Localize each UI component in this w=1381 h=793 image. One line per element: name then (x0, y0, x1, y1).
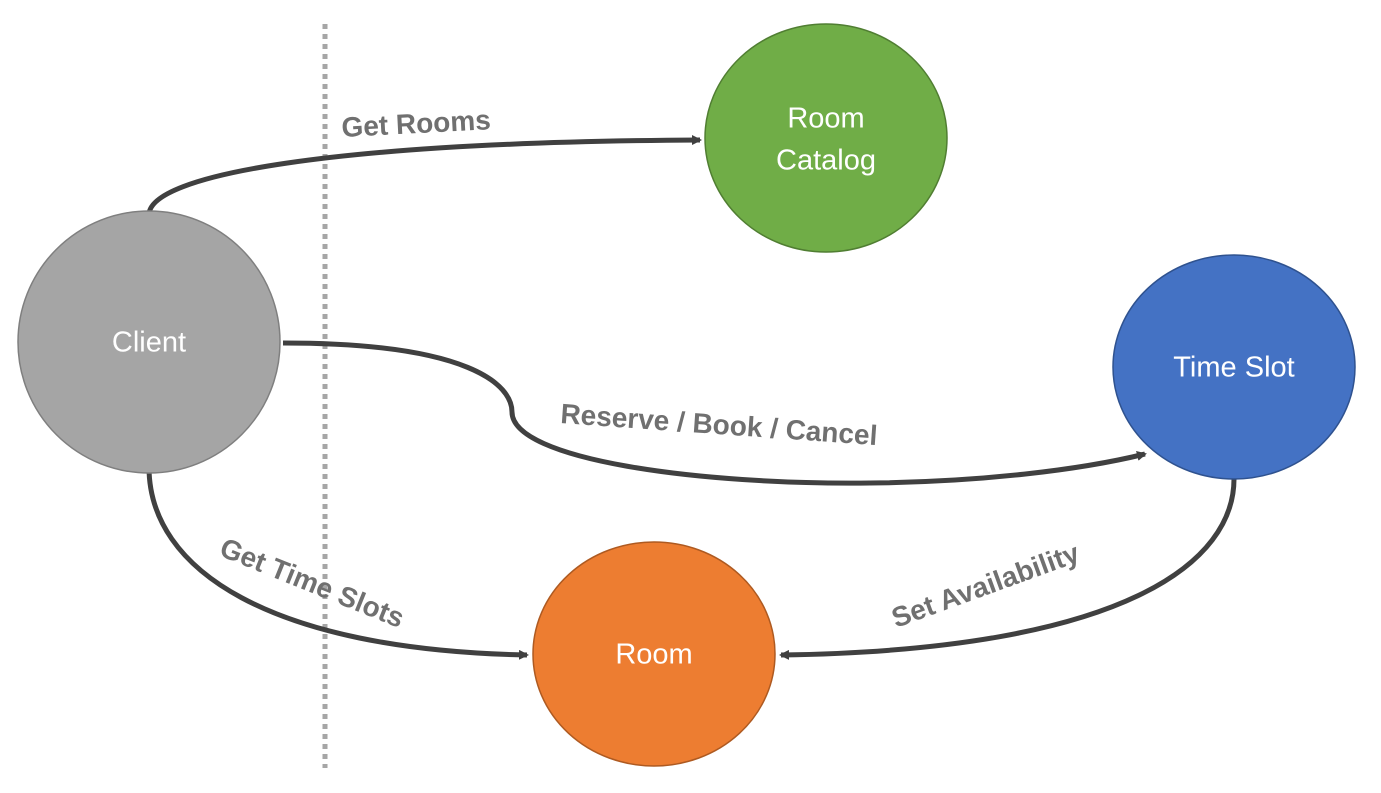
edge-get-rooms (146, 135, 702, 216)
node-room: Room (532, 541, 776, 767)
node-client-shape (17, 210, 281, 474)
node-room-shape (532, 541, 776, 767)
node-client: Client (17, 210, 281, 474)
node-room-catalog-shape (704, 23, 948, 253)
edge-get-time-slots (146, 466, 529, 660)
node-time-slot-shape (1112, 254, 1356, 480)
edge-reserve-book-cancel (282, 340, 1147, 486)
node-room-catalog-label-line2: Catalog (776, 145, 876, 177)
node-client-label: Client (112, 327, 186, 359)
node-room-catalog: Room Catalog (704, 23, 948, 253)
edge-label-get-rooms: Get Rooms (341, 104, 492, 143)
node-time-slot: Time Slot (1112, 254, 1356, 480)
node-room-catalog-label-line1: Room (787, 103, 864, 135)
edge-set-availability (779, 478, 1237, 660)
edge-label-get-time-slots: Get Time Slots (216, 532, 409, 634)
node-time-slot-label: Time Slot (1173, 352, 1294, 384)
node-room-label: Room (615, 639, 692, 671)
edge-label-set-availability: Set Availability (887, 537, 1083, 634)
edge-label-reserve-book-cancel: Reserve / Book / Cancel (560, 398, 879, 451)
